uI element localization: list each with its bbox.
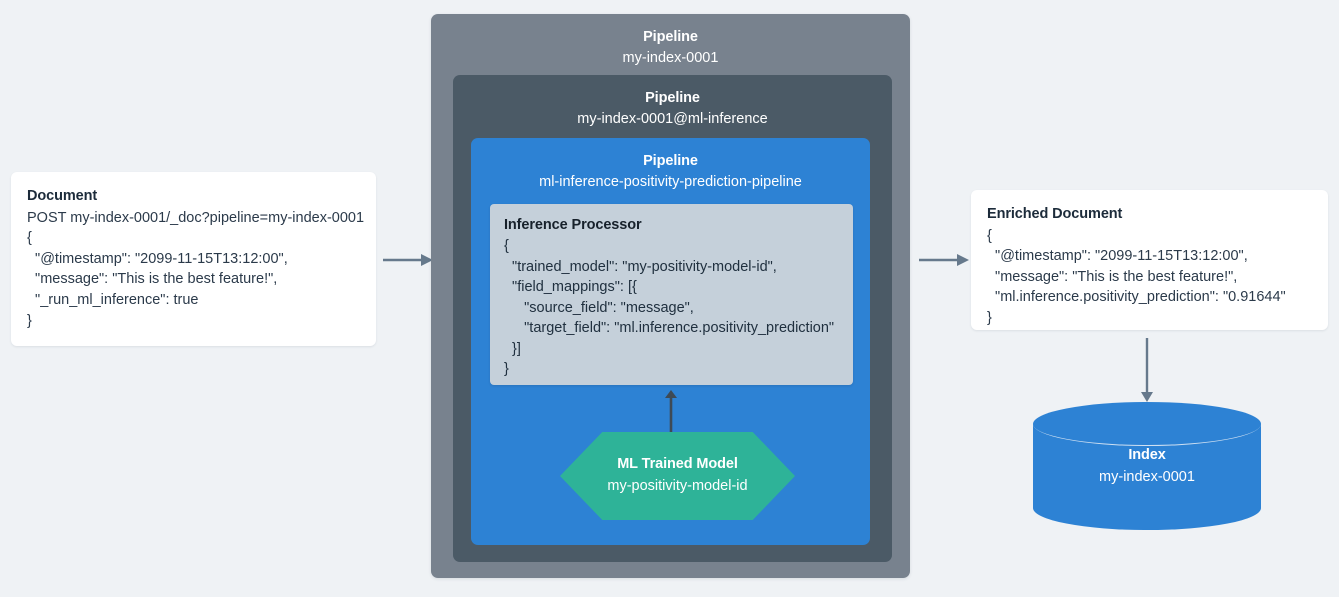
pipeline-inner-name: ml-inference-positivity-prediction-pipel…: [539, 174, 802, 191]
pipeline-to-enriched-document-arrow: [919, 250, 969, 270]
index-name: my-index-0001: [1099, 468, 1195, 485]
enriched-document-line: "ml.inference.positivity_prediction": "0…: [987, 289, 1286, 306]
document-card-line: POST my-index-0001/_doc?pipeline=my-inde…: [27, 209, 365, 226]
index-title: Index: [1128, 447, 1166, 464]
inference-processor-line: }: [504, 361, 509, 378]
enriched-document-line: "message": "This is the best feature!",: [987, 268, 1238, 285]
document-card-line: "_run_ml_inference": true: [27, 292, 199, 309]
pipeline-mid-name: my-index-0001@ml-inference: [577, 111, 768, 128]
ml-model-to-processor-arrow: [661, 390, 681, 435]
inference-processor-line: {: [504, 238, 509, 255]
enriched-document-to-index-arrow: [1137, 338, 1157, 402]
index-label: Index my-index-0001: [1033, 445, 1261, 489]
inference-processor-line: "field_mappings": [{: [504, 279, 637, 296]
pipeline-inner-header: Pipeline ml-inference-positivity-predict…: [471, 138, 870, 194]
document-card: Document POST my-index-0001/_doc?pipelin…: [11, 172, 376, 346]
document-card-line: "@timestamp": "2099-11-15T13:12:00",: [27, 250, 288, 267]
inference-processor-line: "source_field": "message",: [504, 299, 694, 316]
enriched-document-title: Enriched Document: [987, 206, 1123, 222]
pipeline-inner-label: Pipeline: [643, 153, 698, 169]
pipeline-outer-name: my-index-0001: [622, 50, 719, 67]
inference-processor-line: }]: [504, 340, 521, 357]
ml-trained-model-hexagon: ML Trained Model my-positivity-model-id: [560, 432, 795, 520]
ml-trained-model-title: ML Trained Model: [617, 456, 738, 473]
inference-processor-title: Inference Processor: [504, 217, 642, 233]
enriched-document-card: Enriched Document { "@timestamp": "2099-…: [971, 190, 1328, 330]
document-card-title: Document: [27, 188, 98, 204]
document-card-line: "message": "This is the best feature!",: [27, 271, 278, 288]
pipeline-mid-header: Pipeline my-index-0001@ml-inference: [453, 75, 892, 131]
document-card-line: {: [27, 230, 32, 247]
index-cylinder: Index my-index-0001: [1033, 402, 1261, 530]
cylinder-top-ellipse: [1033, 402, 1261, 446]
pipeline-outer-header: Pipeline my-index-0001: [431, 14, 910, 70]
ml-trained-model-name: my-positivity-model-id: [607, 478, 748, 494]
document-card-line: }: [27, 312, 32, 329]
document-to-pipeline-arrow: [383, 250, 433, 270]
pipeline-outer-label: Pipeline: [643, 29, 698, 45]
pipeline-mid-label: Pipeline: [645, 90, 700, 106]
enriched-document-line: {: [987, 227, 992, 244]
enriched-document-line: "@timestamp": "2099-11-15T13:12:00",: [987, 248, 1248, 265]
inference-processor-line: "trained_model": "my-positivity-model-id…: [504, 258, 777, 275]
inference-processor-box: Inference Processor { "trained_model": "…: [490, 204, 853, 385]
enriched-document-line: }: [987, 310, 992, 327]
inference-processor-line: "target_field": "ml.inference.positivity…: [504, 320, 835, 337]
